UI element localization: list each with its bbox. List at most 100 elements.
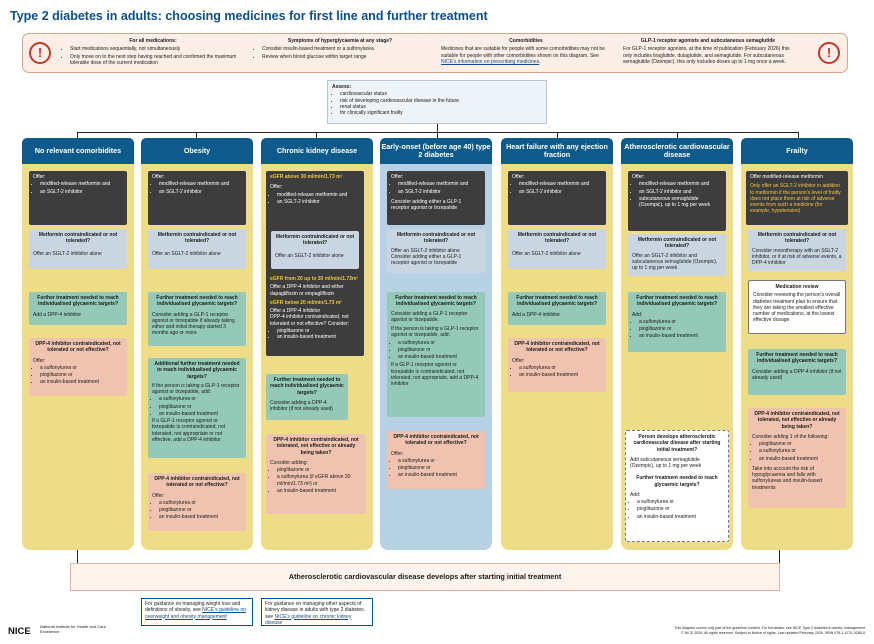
kidney-guideline-link[interactable]: NICE's guideline on chronic kidney disea… [265, 613, 352, 626]
list-item: pioglitazone or [759, 441, 842, 447]
list-item: modified-release metformin and [40, 181, 123, 187]
further-treatment-box: Further treatment needed to reach indivi… [148, 292, 246, 346]
egfr-above-30: eGFR above 30 ml/min/1.73 m² [270, 174, 343, 180]
assess-heading: Assess: [332, 84, 352, 90]
contraindicated-box: Metformin contraindicated or not tolerat… [29, 229, 127, 269]
glp1-section: GLP-1 receptor agonists and subcutaneous… [623, 38, 793, 65]
list-item: pioglitazone or [637, 506, 724, 512]
list-item: an SGLT-2 inhibitor [277, 199, 360, 205]
further-title: Further treatment needed to reach indivi… [636, 295, 718, 308]
list-item: modified-release metformin and [398, 181, 481, 187]
list-item: pioglitazone or [398, 465, 481, 471]
offer-box: Offer: modified-release metformin and an … [387, 171, 485, 225]
contraindicated-text: Offer an SGLT-2 inhibitor alone [391, 247, 460, 254]
column-header: Early-onset (before age 40) type 2 diabe… [380, 138, 492, 164]
comorbidities-section: Comorbidities Medicines that are suitabl… [441, 38, 611, 65]
obesity-guidance-box: For guidance on managing weight loss and… [141, 598, 253, 626]
list-item: an insulin-based treatment [40, 379, 123, 385]
kidney-guidance-box: For guidance on managing other aspects o… [261, 598, 373, 626]
comorbidities-tail: . [539, 58, 541, 65]
connector-line [437, 132, 438, 138]
offer-text-2: Consider adding either a GLP-1 receptor … [391, 198, 462, 211]
offer-label: Offer: [512, 174, 525, 180]
develops-further: Further treatment needed to reach glycae… [636, 475, 718, 488]
all-medications-section: For all medications: Start medications s… [63, 38, 243, 67]
further-title: Further treatment needed to reach indivi… [156, 295, 238, 308]
exclamation-circle-icon: ! [29, 42, 51, 64]
further-treatment-box: Further treatment needed to reach indivi… [508, 292, 606, 325]
contraindicated-text: Offer an SGLT-2 inhibitor and subcutaneo… [632, 252, 718, 272]
egfr-20-30-text: Offer a DPP-4 inhibitor and either dapag… [270, 284, 344, 297]
offer-box: Offer: modified-release metformin andan … [148, 171, 246, 225]
list-item: pioglitazone or [277, 467, 362, 473]
column-header: Atherosclerotic cardiovascular disease [621, 138, 733, 164]
assess-box: Assess: cardiovascular status risk of de… [327, 80, 547, 124]
contraindicated-title: Metformin contraindicated or not tolerat… [637, 237, 717, 250]
further-text: Add a DPP-4 inhibitor [512, 311, 561, 318]
all-medications-heading: For all medications: [129, 38, 177, 44]
dpp4-title: DPP-4 inhibitor contraindicated, not tol… [154, 476, 240, 489]
dpp4-label: Offer: [391, 450, 404, 457]
list-item: a sulfonylurea or [159, 396, 242, 402]
connector-line [77, 550, 78, 563]
list-item: an insulin-based treatment [637, 514, 724, 520]
obesity-guideline-link[interactable]: NICE's guideline on overweight and obesi… [145, 607, 246, 620]
further-treatment-box: Further treatment needed to reach indivi… [748, 349, 846, 395]
contraindicated-text: Offer an SGLT-2 inhibitor alone [275, 252, 344, 259]
egfr-below-20-text-2: DPP-4 inhibitor contraindicated, not tol… [270, 314, 350, 327]
list-item: an insulin-based treatment [277, 488, 362, 494]
footer-line-2: © NICE 2026. All rights reserved. Subjec… [680, 630, 866, 635]
further-treatment-box: Further treatment needed to reach indivi… [628, 292, 726, 352]
footer: This diagram covers only part of the gui… [560, 626, 866, 635]
dpp4-box: DPP-4 inhibitor contraindicated, not tol… [508, 338, 606, 392]
additional-text-2: If a GLP-1 receptor agonist or tirzepati… [152, 418, 226, 443]
list-item: modified-release metformin and [277, 192, 360, 198]
dpp4-box: DPP-4 inhibitor contraindicated, not tol… [387, 431, 485, 489]
offer-box: Offer: modified-release metformin andan … [628, 171, 726, 231]
further-title: Further treatment needed to reach indivi… [756, 352, 838, 365]
list-item: a sulfonylurea or [639, 319, 722, 325]
list-item: a sulfonylurea or [519, 365, 602, 371]
prescribing-info-link[interactable]: NICE's information on prescribing medici… [441, 58, 540, 65]
list-item: an SGLT-2 inhibitor [398, 189, 481, 195]
medication-review-box: Medication review Consider reviewing the… [748, 280, 846, 334]
connector-line [196, 132, 197, 138]
further-title: Further treatment needed to reach indivi… [395, 295, 477, 308]
list-item: an SGLT-2 inhibitor [519, 189, 602, 195]
further-text: Consider adding a DPP-4 inhibitor (if no… [270, 399, 334, 412]
sglt2-caution-text: Only offer an SGLT-2 inhibitor in additi… [750, 183, 841, 215]
contraindicated-title: Metformin contraindicated or not tolerat… [275, 234, 355, 247]
list-item: an insulin-based treatment [277, 334, 362, 340]
dpp4-label: Offer: [33, 357, 46, 364]
develops-ascvd-box: Person develops atherosclerotic cardiova… [625, 430, 729, 542]
connector-line [316, 132, 317, 138]
offer-label: Offer: [391, 174, 404, 180]
column-no-comorbidities: No relevant comorbidites Offer: modified… [22, 138, 134, 550]
list-item: pioglitazone or [40, 372, 123, 378]
dpp4-label: Offer: [512, 357, 525, 364]
dpp4-box: DPP-4 inhibitor contraindicated, not tol… [266, 434, 366, 514]
connector-line [77, 132, 799, 133]
contraindicated-box: Metformin contraindicated or not tolerat… [508, 229, 606, 269]
list-item: modified-release metformin and [519, 181, 602, 187]
column-early-onset: Early-onset (before age 40) type 2 diabe… [380, 138, 492, 550]
review-text: Consider reviewing the person's overall … [753, 292, 841, 324]
offer-box: Offer modified-release metformin Only of… [746, 171, 848, 225]
additional-treatment-box: Additional further treatment needed to r… [148, 358, 246, 458]
list-item: cardiovascular status [340, 91, 542, 97]
column-header: Frailty [741, 138, 853, 164]
list-item: a sulfonylurea or [159, 500, 242, 506]
further-title: Further treatment needed to reach indivi… [37, 295, 119, 308]
list-item: pioglitazone or [159, 404, 242, 410]
contraindicated-text: Offer an SGLT-2 inhibitor alone [33, 250, 102, 257]
dpp4-text-2: Take into account the risk of hypoglycae… [752, 465, 823, 491]
footer-line-1: This diagram covers only part of the gui… [674, 626, 866, 630]
offer-box: Offer: modified-release metformin andan … [29, 171, 127, 225]
contraindicated-title: Metformin contraindicated or not tolerat… [157, 232, 237, 245]
dpp4-box: DPP-4 inhibitor contraindicated, not tol… [29, 338, 127, 396]
dpp4-label: Offer: [152, 492, 165, 499]
contraindicated-box: Metformin contraindicated or not tolerat… [748, 229, 846, 271]
guidance-text: For guidance on managing weight loss and… [145, 601, 241, 614]
develops-label: Add: [630, 491, 641, 498]
egfr-below-20: eGFR below 20 ml/min/1.73 m² [270, 299, 342, 306]
